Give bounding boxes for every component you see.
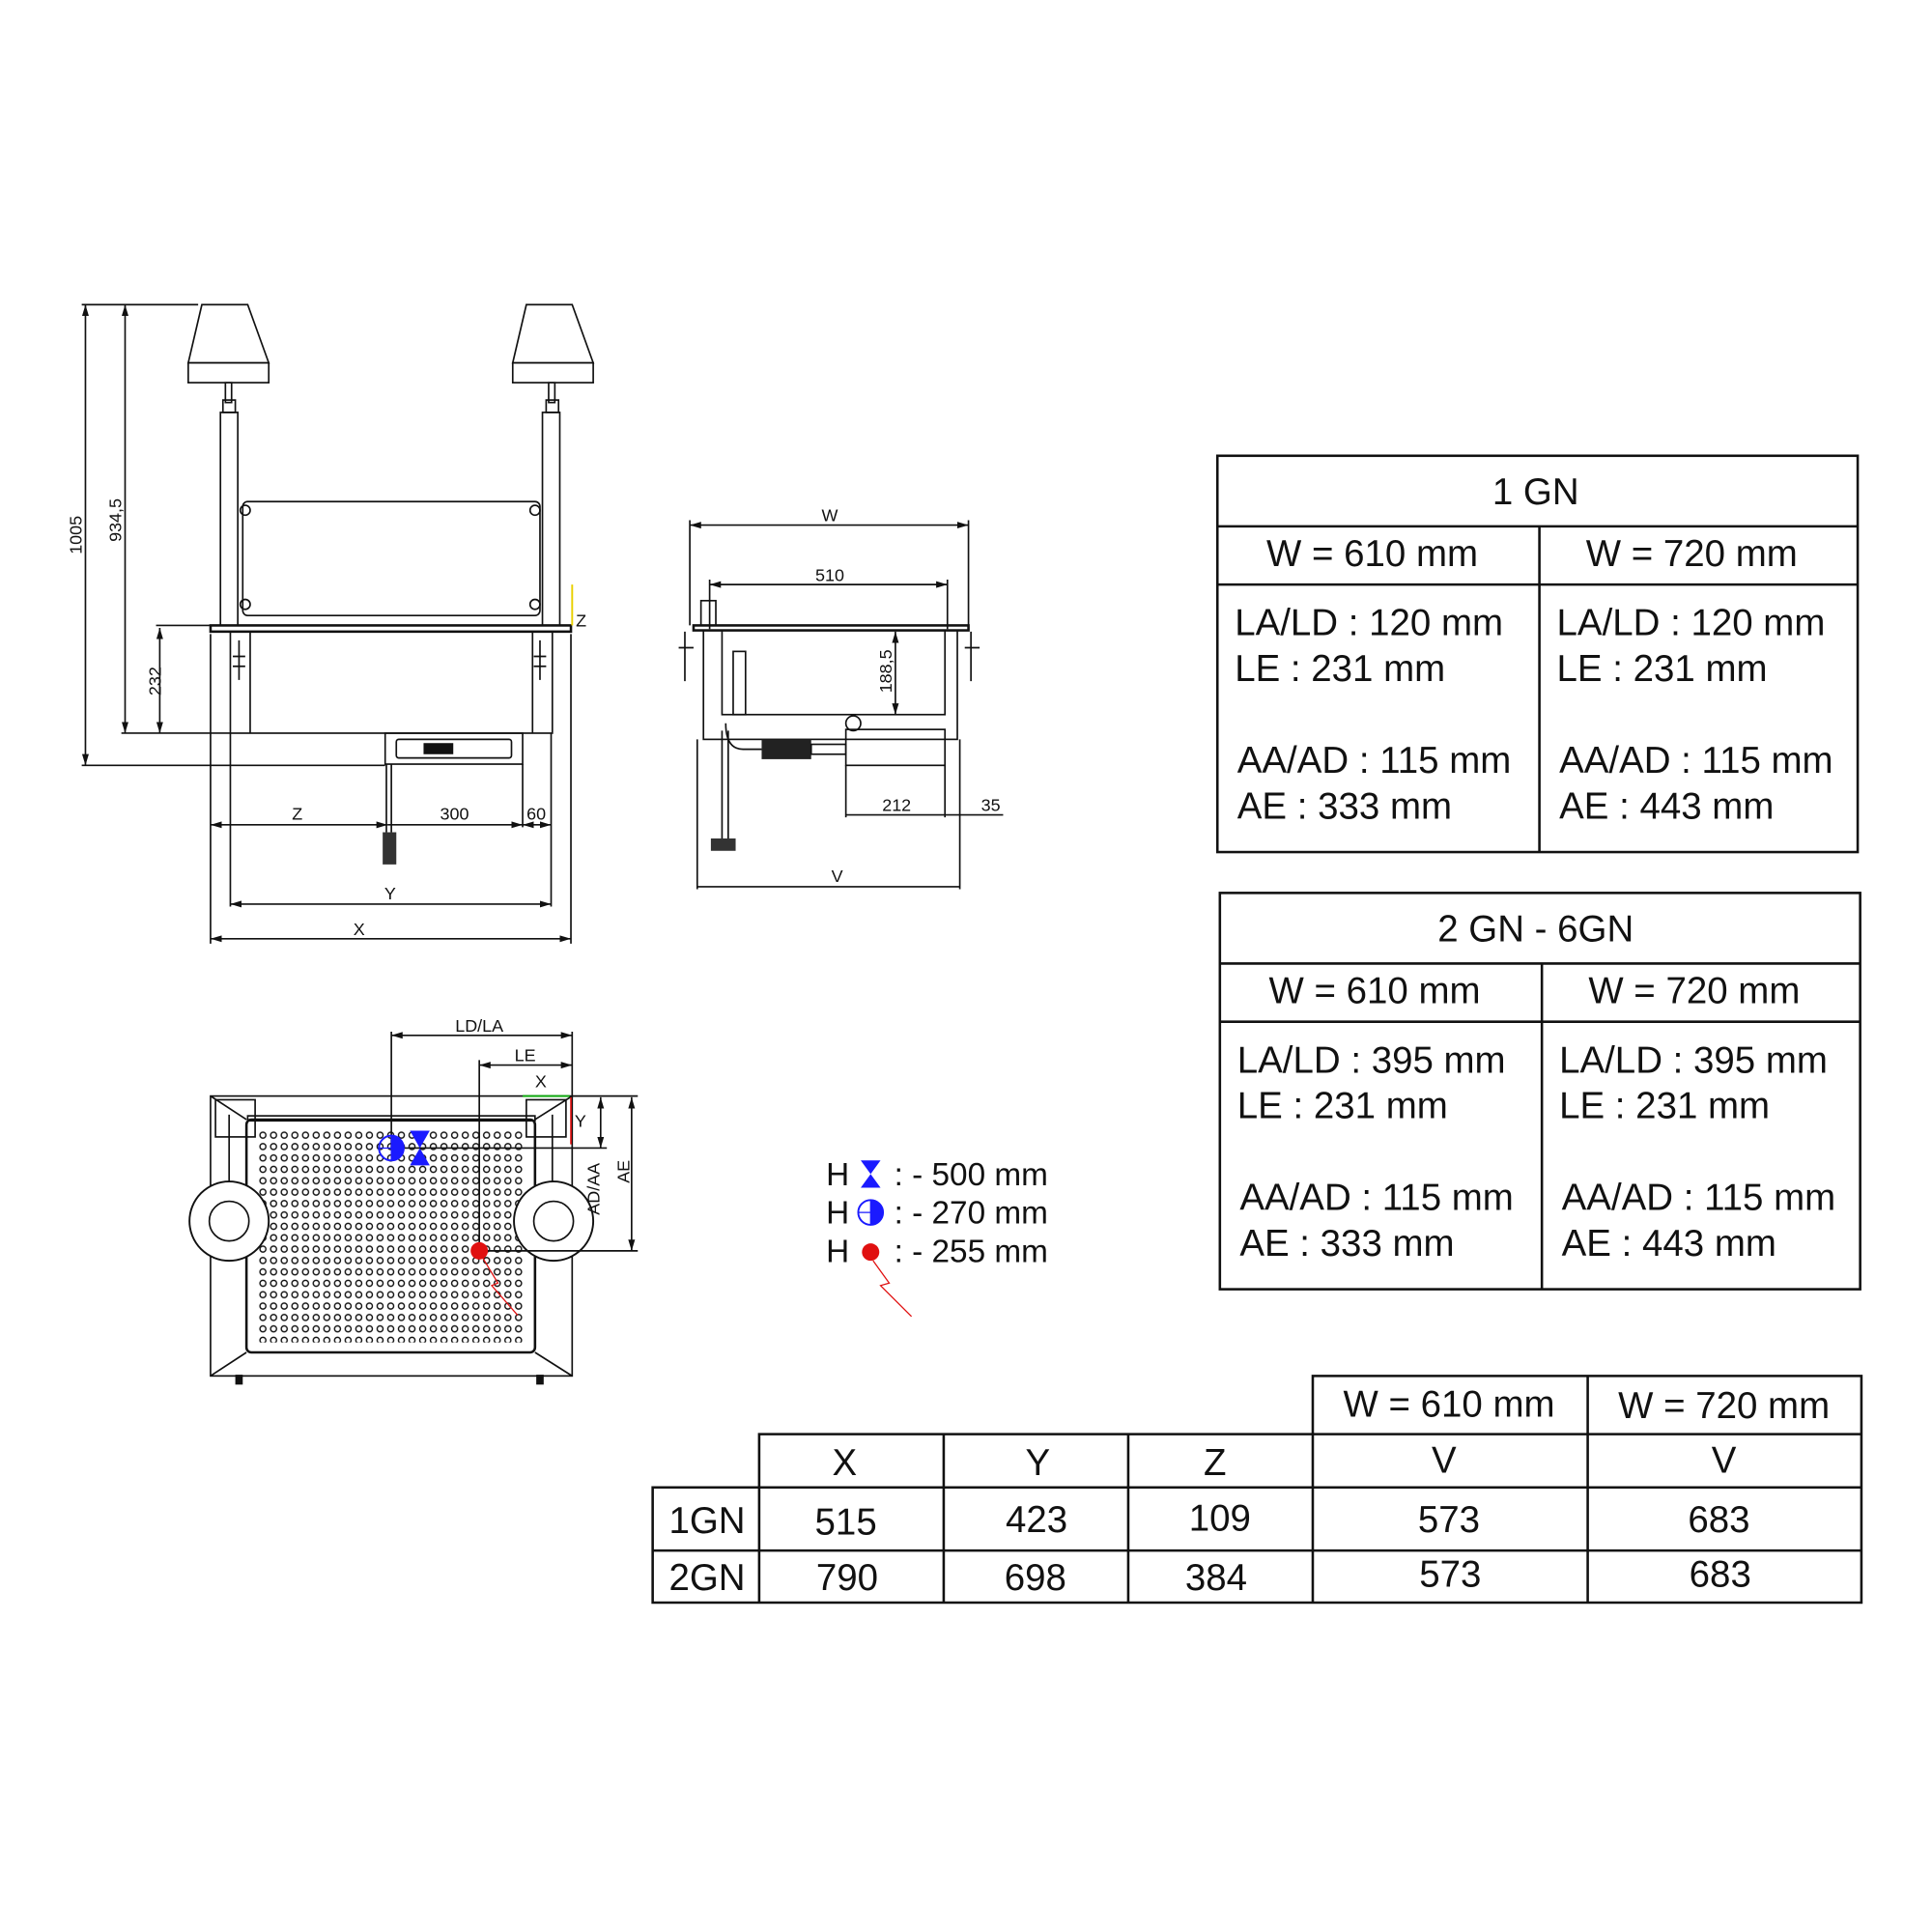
- column-header: W = 720 mm: [1586, 533, 1798, 575]
- drain-500-icon: [410, 1130, 430, 1166]
- row-label: 1GN: [669, 1500, 746, 1542]
- cell-line: AE : 333 mm: [1239, 1223, 1454, 1264]
- cell: 573: [1418, 1499, 1480, 1541]
- column-header: W = 610 mm: [1269, 970, 1481, 1011]
- axis-label-y: Y: [575, 1112, 586, 1131]
- cell-line: LE : 231 mm: [1237, 1086, 1448, 1127]
- sneeze-guard: [242, 500, 541, 617]
- dim-y: Y: [384, 884, 396, 903]
- legend-label: H: [826, 1196, 849, 1232]
- cell: 573: [1419, 1553, 1481, 1595]
- cell-line: LA/LD : 120 mm: [1235, 603, 1503, 644]
- dim-ld-la: LD/LA: [455, 1016, 503, 1036]
- dim-ad-aa: AD/AA: [584, 1163, 604, 1215]
- column-header: W = 610 mm: [1266, 533, 1478, 575]
- drain-valve-box: [844, 728, 947, 767]
- lamp-ring-right: [513, 1180, 595, 1263]
- dim-1005: 1005: [67, 516, 86, 554]
- power-plug-icon: [383, 832, 397, 865]
- cell: 109: [1189, 1498, 1251, 1540]
- cell: 683: [1688, 1499, 1749, 1541]
- heat-lamp-left: [186, 303, 270, 627]
- half-circle-icon: [857, 1199, 885, 1226]
- heat-lamp-right: [511, 303, 595, 627]
- dim-232: 232: [146, 667, 165, 696]
- column-header: W = 720 mm: [1588, 970, 1800, 1011]
- cell-line: LA/LD : 395 mm: [1237, 1039, 1506, 1081]
- cell-line: AA/AD : 115 mm: [1237, 740, 1512, 781]
- power-lightning-icon: [872, 1260, 913, 1318]
- cell: 423: [1006, 1499, 1067, 1541]
- cell-line: AA/AD : 115 mm: [1562, 1178, 1836, 1219]
- table-title: 2 GN - 6GN: [1437, 908, 1634, 950]
- row-label: 2GN: [669, 1557, 746, 1599]
- dim-510: 510: [815, 565, 844, 584]
- cell-line: AE : 333 mm: [1237, 785, 1452, 827]
- legend-label: H: [826, 1157, 849, 1193]
- cell: 790: [816, 1557, 878, 1599]
- dim-v: V: [832, 867, 843, 886]
- cell-line: LE : 231 mm: [1559, 1086, 1770, 1127]
- plan-view: LD/LA LE X Y AD/AA AE: [188, 1016, 639, 1385]
- dim-35: 35: [981, 796, 1001, 815]
- group-header: W = 720 mm: [1618, 1385, 1830, 1427]
- drain-270-icon: [378, 1134, 405, 1162]
- red-dot-icon: [862, 1243, 880, 1262]
- dim-z: Z: [292, 805, 302, 824]
- dim-188-5: 188,5: [876, 649, 895, 693]
- well-body: [229, 631, 554, 734]
- column-header: Y: [1026, 1442, 1051, 1484]
- column-header: Z: [1204, 1442, 1227, 1484]
- height-legend: H : - 500 mm H : - 270 mm H : - 255 mm: [826, 1157, 1048, 1318]
- hourglass-icon: [861, 1160, 881, 1188]
- cell-line: LE : 231 mm: [1557, 648, 1768, 690]
- axis-label-z: Z: [576, 611, 586, 631]
- column-header: X: [833, 1442, 858, 1484]
- table-1gn: 1 GN W = 610 mm W = 720 mm LA/LD : 120 m…: [1215, 454, 1860, 854]
- dim-934-5: 934,5: [106, 498, 126, 542]
- cell-line: AE : 443 mm: [1559, 785, 1774, 827]
- legend-label: H: [826, 1234, 849, 1269]
- table-title: 1 GN: [1492, 471, 1579, 513]
- axis-label-x: X: [535, 1072, 547, 1092]
- display-icon: [423, 743, 454, 754]
- cell-line: LE : 231 mm: [1235, 648, 1445, 690]
- dim-x: X: [354, 920, 365, 939]
- dim-212: 212: [882, 796, 911, 815]
- dim-ae: AE: [613, 1160, 633, 1183]
- power-255-icon: [470, 1241, 489, 1260]
- cell: 384: [1185, 1557, 1247, 1599]
- column-header: V: [1432, 1439, 1457, 1481]
- table-dimensions: W = 610 mm W = 720 mm X Y Z V V 1GN 515 …: [651, 1375, 1863, 1605]
- cell: 683: [1690, 1553, 1751, 1595]
- side-view: W 510 188,5 212 35 V: [678, 506, 1004, 890]
- worktop: [209, 624, 573, 634]
- heating-element: [761, 739, 811, 759]
- group-header: W = 610 mm: [1343, 1384, 1554, 1426]
- cell-line: AA/AD : 115 mm: [1559, 740, 1833, 781]
- cell: 698: [1005, 1557, 1066, 1599]
- dim-le: LE: [515, 1046, 536, 1065]
- dim-60: 60: [526, 805, 546, 824]
- legend-value-500: : - 500 mm: [895, 1157, 1048, 1193]
- front-view: 1005 934,5 232 Z Z 300 60 Y X: [67, 303, 595, 944]
- legend-value-255: : - 255 mm: [895, 1234, 1048, 1269]
- control-panel: [384, 732, 524, 765]
- cell: 515: [815, 1501, 877, 1543]
- column-header: V: [1712, 1439, 1737, 1481]
- legend-value-270: : - 270 mm: [895, 1196, 1048, 1232]
- cell-line: LA/LD : 120 mm: [1557, 603, 1826, 644]
- table-2gn-6gn: 2 GN - 6GN W = 610 mm W = 720 mm LA/LD :…: [1218, 892, 1861, 1291]
- lamp-ring-left: [188, 1180, 270, 1263]
- dim-w: W: [822, 506, 838, 526]
- dim-300: 300: [440, 805, 469, 824]
- cell-line: LA/LD : 395 mm: [1559, 1039, 1828, 1081]
- cell-line: AE : 443 mm: [1562, 1223, 1776, 1264]
- cell-line: AA/AD : 115 mm: [1239, 1178, 1514, 1219]
